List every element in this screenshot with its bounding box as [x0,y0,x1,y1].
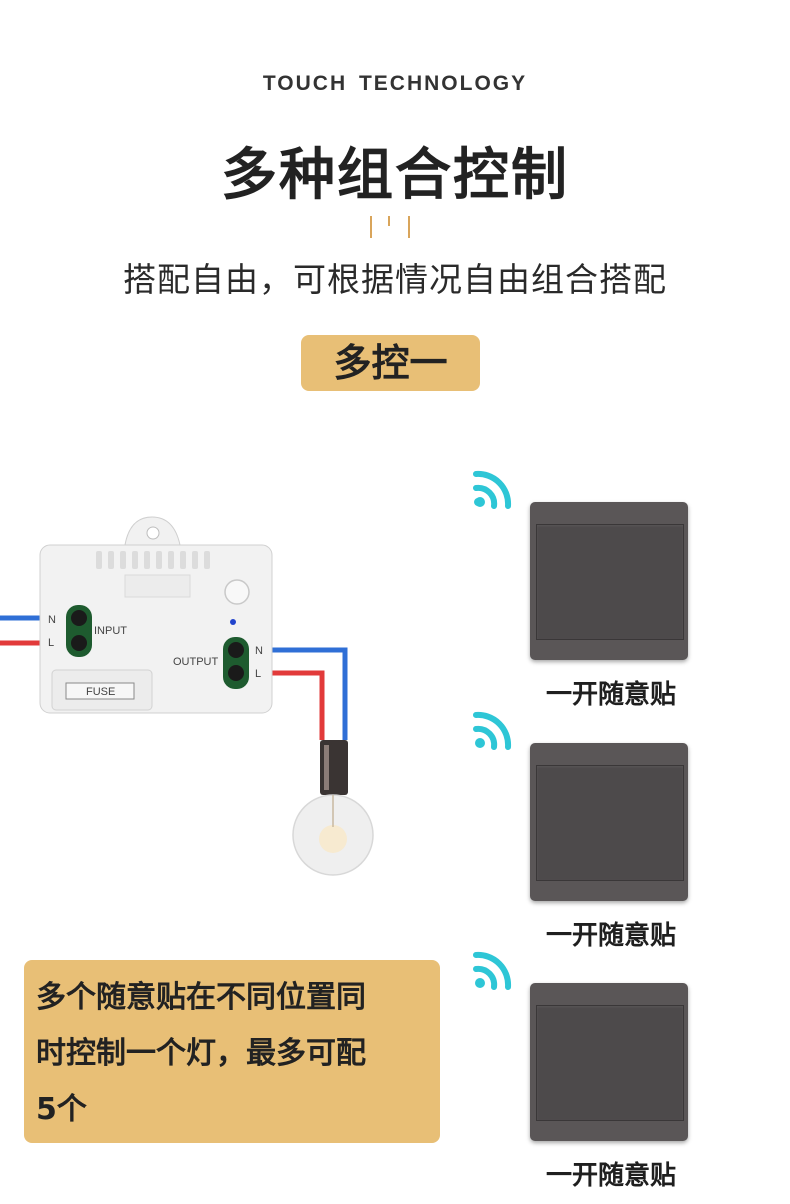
wireless-switch-panel[interactable] [530,983,688,1141]
eyebrow-text: TOUCH TECHNOLOGY [262,72,528,95]
title-divider [370,216,420,240]
switch-label: 一开随意贴 [545,921,676,951]
mount-hole [146,526,160,540]
switch-rocker[interactable] [536,765,684,881]
output-wire-blue [240,647,348,740]
light-bulb [292,740,374,876]
module-vents [96,551,210,569]
output-terminals [223,637,249,689]
info-line-2: 时控制一个灯，最多可配 [36,1036,366,1071]
status-led [230,619,236,625]
fuse-holder [65,682,135,700]
fuse-label: FUSE [86,686,115,698]
relay-module-diagram: N L INPUT OUTPUT N L FUSE [0,516,374,876]
wireless-switch-panel[interactable] [530,502,688,660]
info-line-1: 多个随意贴在不同位置同 [36,980,366,1015]
wifi-signal-icon [473,711,512,750]
page-title: 多种组合控制 [221,143,569,208]
info-line-3: 5个 [36,1092,87,1127]
wifi-signal-icon [473,951,512,990]
switch-rocker[interactable] [536,1005,684,1121]
input-l-label: L [48,637,54,649]
output-n-label: N [255,645,263,657]
switch-rocker[interactable] [536,524,684,640]
input-terminals [66,605,92,657]
pair-button [224,579,250,605]
mode-badge: 多控一 [301,335,480,391]
input-label: INPUT [94,625,127,637]
output-l-label: L [255,668,261,680]
switch-label: 一开随意贴 [545,1161,676,1191]
switch-label: 一开随意贴 [545,680,676,710]
page-subtitle: 搭配自由，可根据情况自由组合搭配 [123,260,667,299]
module-label-window [124,574,191,598]
wifi-signal-icon [473,470,512,509]
info-box: 多个随意贴在不同位置同 时控制一个灯，最多可配 5个 [24,960,440,1143]
wireless-switch-panel[interactable] [530,743,688,901]
input-n-label: N [48,614,56,626]
output-label: OUTPUT [173,656,219,668]
